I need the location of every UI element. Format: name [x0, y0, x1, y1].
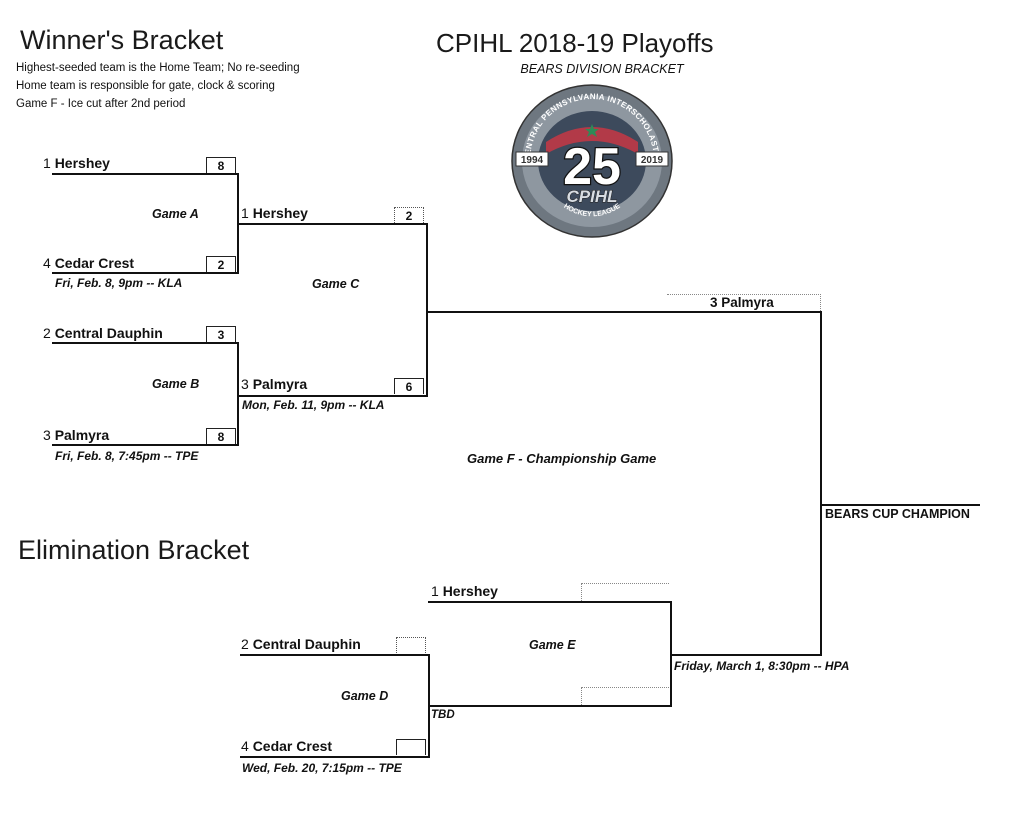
team-name: Palmyra — [721, 295, 774, 310]
bracket-line — [237, 342, 239, 446]
bracket-line — [52, 444, 239, 446]
game-d-label: Game D — [341, 689, 389, 703]
bracket-line — [428, 601, 672, 603]
game-b-schedule: Fri, Feb. 8, 7:45pm -- TPE — [55, 449, 199, 463]
game-d-team1: 2 Central Dauphin — [241, 636, 361, 652]
seed-number: 3 — [710, 295, 718, 310]
bracket-line — [428, 311, 822, 313]
game-b-team1-score: 3 — [206, 326, 236, 342]
bracket-line — [426, 223, 428, 397]
team-name: Palmyra — [252, 376, 308, 392]
note-line: Home team is responsible for gate, clock… — [16, 80, 275, 92]
champion-label: BEARS CUP CHAMPION — [825, 507, 970, 521]
note-line: Highest-seeded team is the Home Team; No… — [16, 62, 300, 74]
note-line: Game F - Ice cut after 2nd period — [16, 98, 186, 110]
bracket-line — [670, 654, 822, 656]
team-name: Hershey — [442, 583, 498, 599]
seed-number: 1 — [43, 155, 51, 171]
game-a-team1: 1 Hershey — [43, 155, 110, 171]
logo-number: 25 — [563, 138, 621, 196]
game-e-schedule: Friday, March 1, 8:30pm -- HPA — [674, 659, 850, 673]
bracket-line — [240, 756, 430, 758]
bracket-line — [670, 601, 672, 707]
bracket-line — [822, 504, 980, 506]
game-e-team2-tbd: TBD — [431, 709, 455, 721]
seed-number: 1 — [431, 583, 439, 599]
game-b-label: Game B — [152, 377, 200, 391]
team-name: Hershey — [54, 155, 110, 171]
finalist-score-box — [667, 294, 821, 311]
page-subtitle: BEARS DIVISION BRACKET — [520, 62, 684, 76]
game-a-team2-score: 2 — [206, 256, 236, 272]
game-a-schedule: Fri, Feb. 8, 9pm -- KLA — [55, 276, 183, 290]
game-d-team1-score — [396, 637, 426, 653]
seed-number: 2 — [43, 325, 51, 341]
game-a-label: Game A — [152, 207, 199, 221]
game-e-team2-score — [581, 687, 669, 705]
game-c-team2: 3 Palmyra — [241, 376, 307, 392]
bracket-line — [240, 654, 430, 656]
team-name: Palmyra — [54, 427, 110, 443]
bracket-line — [239, 223, 428, 225]
game-c-team1-score: 2 — [394, 207, 424, 223]
game-d-schedule: Wed, Feb. 20, 7:15pm -- TPE — [242, 761, 402, 775]
seed-number: 4 — [241, 738, 249, 754]
bracket-line — [428, 654, 430, 758]
game-a-team2: 4 Cedar Crest — [43, 255, 134, 271]
logo-abbr: CPIHL — [567, 187, 618, 206]
team-name: Cedar Crest — [54, 255, 135, 271]
seed-number: 1 — [241, 205, 249, 221]
game-e-team1-score — [581, 583, 669, 601]
game-b-team2-score: 8 — [206, 428, 236, 444]
bracket-line — [239, 395, 428, 397]
seed-number: 2 — [241, 636, 249, 652]
winners-bracket-title: Winner's Bracket — [20, 25, 224, 55]
game-c-team2-score: 6 — [394, 378, 424, 394]
game-e-team1: 1 Hershey — [431, 583, 498, 599]
bracket-line — [237, 173, 239, 274]
cpihl-25-logo: CENTRAL PENNSYLVANIA INTERSCHOLASTIC HOC… — [506, 82, 678, 240]
game-d-team2-score — [396, 739, 426, 755]
page-title: CPIHL 2018-19 Playoffs — [436, 28, 714, 58]
game-c-label: Game C — [312, 277, 360, 291]
team-name: Cedar Crest — [252, 738, 333, 754]
bracket-line — [820, 311, 822, 656]
game-f-finalist: 3 Palmyra — [710, 295, 774, 310]
team-name: Central Dauphin — [54, 325, 163, 341]
seed-number: 3 — [241, 376, 249, 392]
bracket-notes: Highest-seeded team is the Home Team; No… — [16, 59, 300, 113]
seed-number: 3 — [43, 427, 51, 443]
game-b-team2: 3 Palmyra — [43, 427, 109, 443]
game-e-label: Game E — [529, 638, 576, 652]
seed-number: 4 — [43, 255, 51, 271]
team-name: Hershey — [252, 205, 308, 221]
bracket-line — [52, 173, 239, 175]
game-c-schedule: Mon, Feb. 11, 9pm -- KLA — [242, 398, 385, 412]
bracket-line — [52, 342, 239, 344]
bracket-line — [52, 272, 239, 274]
game-c-team1: 1 Hershey — [241, 205, 308, 221]
game-d-team2: 4 Cedar Crest — [241, 738, 332, 754]
logo-year-right: 2019 — [641, 155, 664, 166]
bracket-line — [430, 705, 672, 707]
game-a-team1-score: 8 — [206, 157, 236, 173]
game-b-team1: 2 Central Dauphin — [43, 325, 163, 341]
game-f-label: Game F - Championship Game — [467, 451, 657, 466]
team-name: Central Dauphin — [252, 636, 361, 652]
logo-year-left: 1994 — [521, 155, 544, 166]
elimination-bracket-title: Elimination Bracket — [18, 535, 250, 565]
